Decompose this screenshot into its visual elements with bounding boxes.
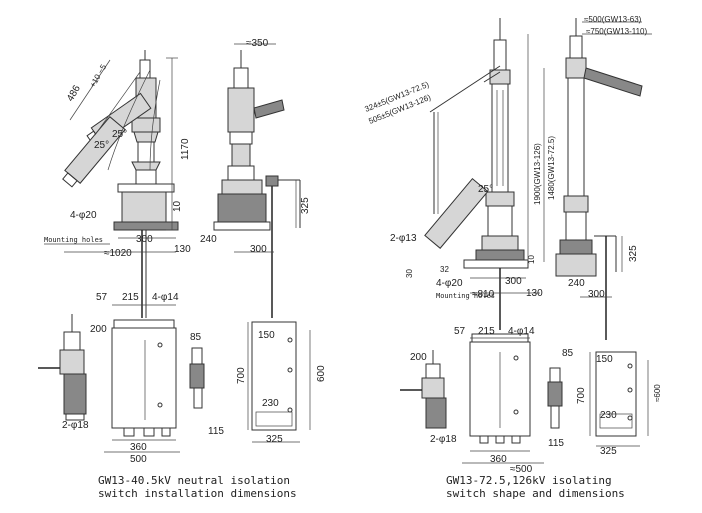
dim-300-side: 300	[250, 244, 267, 255]
dim-130-right: 130	[526, 288, 543, 299]
dim-200-right: 200	[410, 352, 427, 363]
left-caption-line1: GW13-40.5kV neutral isolation	[98, 474, 290, 487]
angle-25-upper: 25°	[112, 129, 127, 140]
dim-360-right: 360	[490, 454, 507, 465]
left-box-front	[111, 319, 177, 437]
dim-1480: 1480(GW13-72.5)	[547, 136, 556, 200]
dim-230-right: 230	[600, 410, 617, 421]
dim-4phi20-right: 4-φ20	[436, 278, 463, 289]
left-front-view	[62, 50, 179, 318]
dim-486-tol: +10 −5	[88, 62, 109, 89]
left-box-side: 150 700 600 230 325	[236, 321, 327, 445]
dim-10-left: 10	[172, 200, 183, 212]
dim-200-left: 200	[90, 324, 107, 335]
dim-2phi18-left: 2-φ18	[62, 420, 89, 431]
dim-150-right: 150	[596, 354, 613, 365]
dim-215-left: 215	[122, 292, 139, 303]
dim-115-right: 115	[548, 438, 564, 449]
dim-57-right: 57	[454, 326, 466, 337]
dim-325-right-box: 325	[600, 446, 617, 457]
dim-240: 240	[200, 234, 217, 245]
dim-230-left: 230	[262, 398, 279, 409]
dim-2phi13: 2-φ13	[390, 233, 417, 244]
right-side-view	[555, 18, 643, 340]
right-side-dimensions: ≈500(GW13-63) ≈750(GW13-110) 325 240 300	[568, 15, 652, 300]
dim-350: ≈350	[246, 38, 269, 49]
left-small-detail: 85 115	[189, 332, 224, 437]
right-front-dimensions: 324±5(GW13-72.5) 505±5(GW13-126) 1900(GW…	[363, 34, 556, 300]
dim-4phi20-left: 4-φ20	[70, 210, 97, 221]
dim-810: ≈810	[472, 289, 495, 300]
right-box-front	[469, 333, 531, 444]
dim-300-right: 300	[505, 276, 522, 287]
dim-325-left: 325	[300, 197, 311, 214]
mounting-holes-left: Mounting holes	[44, 236, 103, 244]
dim-500-left: 500	[130, 454, 147, 465]
dim-30: 30	[405, 269, 414, 278]
left-caption-line2: switch installation dimensions	[98, 487, 297, 500]
mounting-holes-right: Mounting holes	[436, 292, 495, 300]
left-front-dimensions: 486 +10 −5 25° 25° 1170 10 4-φ20 Mountin…	[44, 57, 191, 259]
right-box-front-dimensions: 57 215 4-φ14 360 ≈500	[454, 326, 544, 475]
dim-130-left: 130	[174, 244, 191, 255]
dim-215-right: 215	[478, 326, 495, 337]
angle-25-lower: 25°	[94, 140, 109, 151]
dim-150-left: 150	[258, 330, 275, 341]
dim-325-left-box: 325	[266, 434, 283, 445]
dim-115-left: 115	[208, 426, 224, 437]
left-handle-detail: 200 2-φ18	[38, 314, 107, 431]
right-caption-line1: GW13-72.5,126kV isolating	[446, 474, 612, 487]
dim-486: 486	[65, 83, 83, 103]
dim-85-right: 85	[562, 348, 574, 359]
dim-360-left: 360	[130, 442, 147, 453]
dim-1170: 1170	[180, 138, 191, 160]
dim-300-right-side: 300	[588, 289, 605, 300]
dim-750-gw110: ≈750(GW13-110)	[586, 27, 647, 36]
dim-600-left: 600	[316, 365, 327, 382]
angle-25-right: 25°	[478, 184, 493, 195]
dim-57-left: 57	[96, 292, 108, 303]
right-small-detail: 85 115	[547, 348, 574, 449]
dim-10-right: 10	[527, 255, 536, 264]
dim-2phi18-right: 2-φ18	[430, 434, 457, 445]
dim-1020: ≈1020	[104, 248, 132, 259]
dim-700-right: 700	[576, 387, 587, 404]
left-box-front-dimensions: 57 215 4-φ14 360 500	[96, 292, 180, 465]
dim-500-right: ≈500	[510, 464, 533, 475]
dim-32: 32	[440, 265, 449, 274]
dim-325-right: 325	[628, 245, 639, 262]
dim-500-gw63: ≈500(GW13-63)	[584, 15, 642, 24]
right-box-side: 150 700 ≈600 230 325	[576, 351, 662, 457]
dim-240-right: 240	[568, 278, 585, 289]
dim-85-left: 85	[190, 332, 202, 343]
right-caption-line2: switch shape and dimensions	[446, 487, 625, 500]
dim-300-left: 300	[136, 234, 153, 245]
left-side-view	[213, 50, 301, 318]
dim-4phi14-right: 4-φ14	[508, 326, 535, 337]
right-handle-detail: 200 2-φ18	[400, 350, 457, 445]
dim-4phi14-left: 4-φ14	[152, 292, 179, 303]
dim-1900: 1900(GW13-126)	[533, 143, 542, 205]
dim-600-right: ≈600	[653, 384, 662, 402]
left-side-dimensions: ≈350 325 240 300	[200, 38, 311, 255]
dim-700-left: 700	[236, 367, 247, 384]
